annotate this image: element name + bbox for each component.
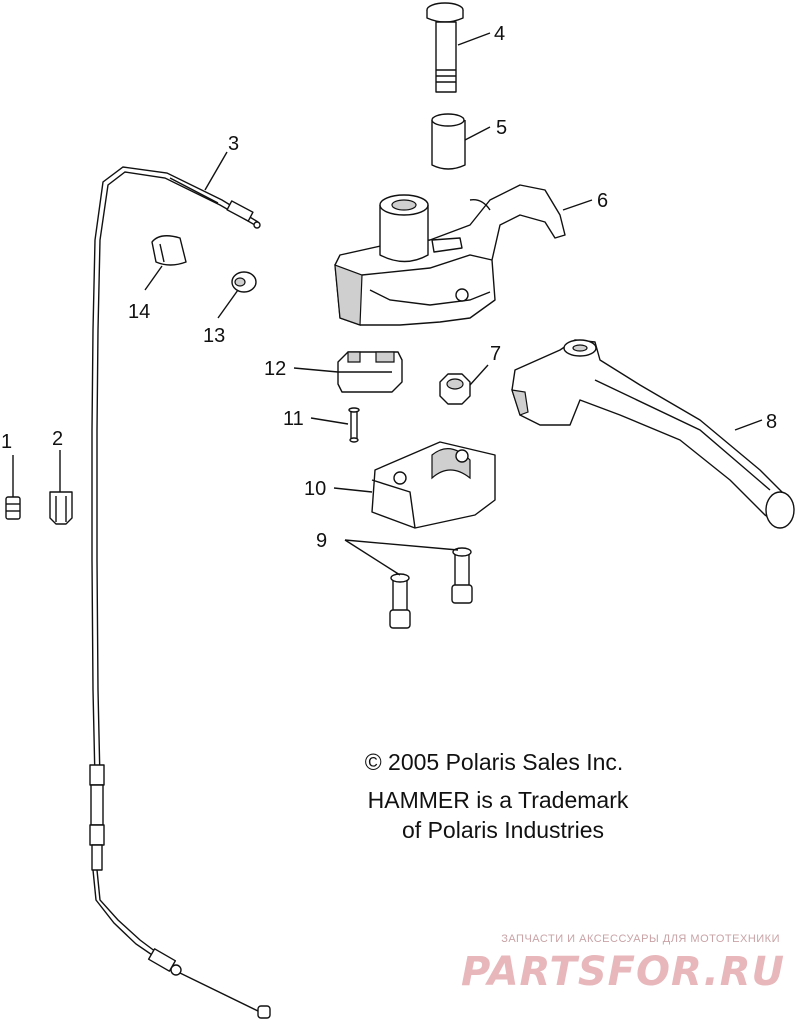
bushing-part-14 — [151, 235, 187, 266]
pin-part-11 — [348, 407, 360, 443]
copyright-line-3: of Polaris Industries — [402, 817, 604, 843]
watermark-logo: PARTSFOR.RU — [461, 949, 785, 995]
callout-7: 7 — [490, 343, 501, 365]
copyright-line-1: © 2005 Polaris Sales Inc. — [365, 749, 624, 775]
switch-part-12 — [337, 351, 403, 393]
leader-lines — [12, 32, 763, 576]
copyright-block: © 2005 Polaris Sales Inc. HAMMER is a Tr… — [365, 749, 629, 843]
nut-part-7 — [439, 373, 471, 405]
callout-10: 10 — [304, 478, 326, 500]
ferrule-part-1 — [5, 496, 21, 520]
callout-3: 3 — [228, 133, 239, 155]
callout-1: 1 — [1, 431, 12, 453]
clip-part-2 — [49, 491, 73, 525]
watermark-tagline: ЗАПЧАСТИ И АКСЕССУАРЫ ДЛЯ МОТОТЕХНИКИ — [501, 933, 780, 945]
screws-part-9 — [389, 547, 473, 629]
lever-part-8 — [511, 339, 795, 529]
callout-6: 6 — [597, 190, 608, 212]
copyright-line-2: HAMMER is a Trademark — [368, 787, 629, 813]
callout-12: 12 — [264, 358, 286, 380]
callout-labels: 1 2 3 4 5 6 7 8 9 10 11 12 13 14 — [1, 23, 777, 552]
perch-housing-part-6 — [334, 184, 566, 326]
callout-4: 4 — [494, 23, 505, 45]
grommet-part-13 — [231, 271, 257, 293]
cable-part-3 — [89, 166, 271, 1019]
callout-13: 13 — [203, 325, 225, 347]
callout-8: 8 — [766, 411, 777, 433]
clamp-part-10 — [371, 441, 496, 529]
callout-9: 9 — [316, 530, 327, 552]
callout-5: 5 — [496, 117, 507, 139]
callout-2: 2 — [52, 428, 63, 450]
bolt-part-4 — [426, 2, 464, 93]
watermark: ЗАПЧАСТИ И АКСЕССУАРЫ ДЛЯ МОТОТЕХНИКИ PA… — [461, 933, 785, 995]
callout-11: 11 — [283, 408, 304, 430]
spacer-part-5 — [431, 113, 466, 170]
callout-14: 14 — [128, 301, 150, 323]
